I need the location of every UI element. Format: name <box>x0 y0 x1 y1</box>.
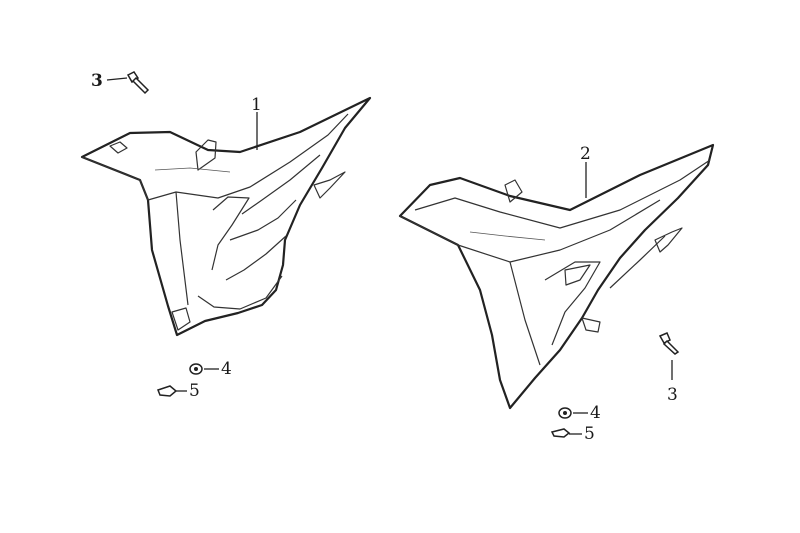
callout-5-right: 5 <box>584 424 595 444</box>
callout-4-left: 4 <box>221 359 232 379</box>
nut-right <box>558 407 572 419</box>
leader-3-left <box>106 77 128 81</box>
left-side-cover <box>80 96 372 337</box>
callout-2: 2 <box>580 144 591 164</box>
callout-1: 1 <box>251 95 262 115</box>
right-side-cover <box>398 143 715 410</box>
bolt-right <box>658 332 680 355</box>
bolt-left <box>126 71 150 95</box>
washer-right <box>550 428 571 438</box>
callout-3-right: 3 <box>667 385 678 405</box>
callout-5-left: 5 <box>189 381 200 401</box>
nut-left <box>189 363 203 375</box>
callout-4-right: 4 <box>590 403 601 423</box>
callout-3-left: 3 <box>91 71 103 91</box>
washer-left <box>157 385 178 397</box>
